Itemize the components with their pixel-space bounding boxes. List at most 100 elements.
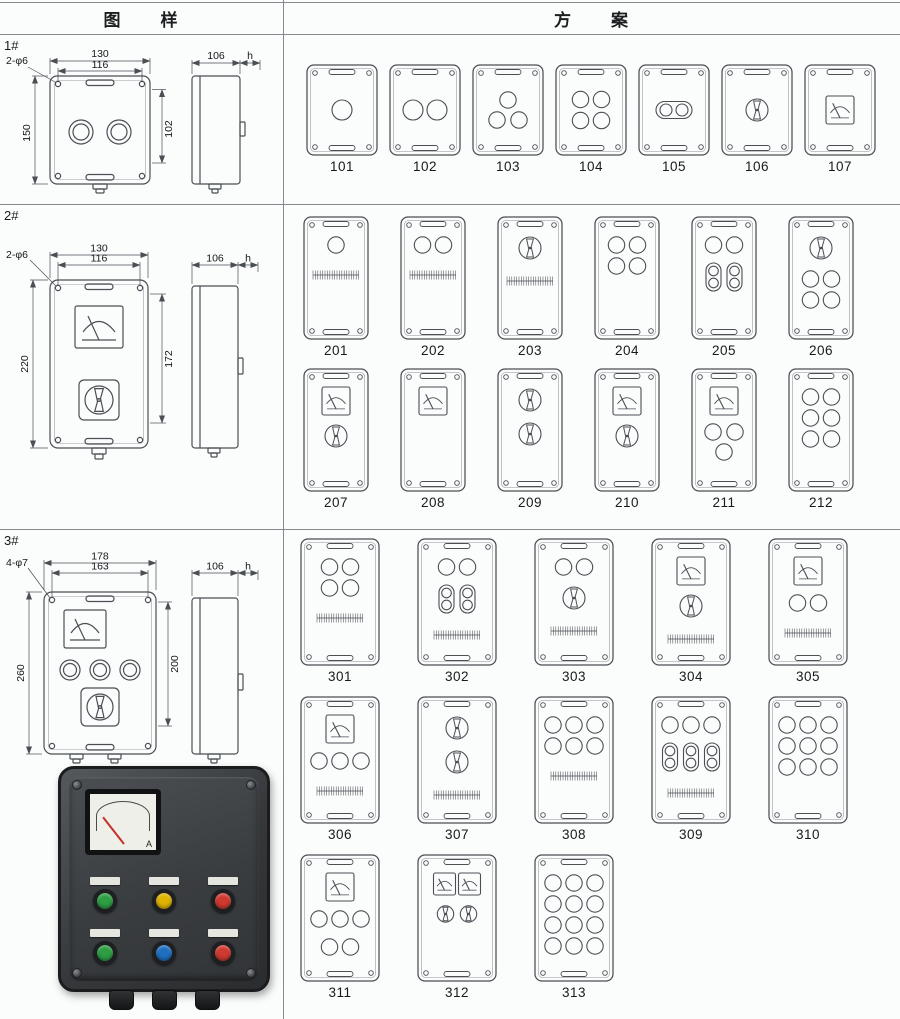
dim-hole-note-2: 2-φ6 bbox=[6, 249, 28, 261]
scheme-303: 303 bbox=[534, 538, 614, 684]
header-pattern-title: 图 样 bbox=[103, 11, 180, 30]
scheme-drawing bbox=[534, 854, 614, 982]
scheme-drawing bbox=[691, 368, 757, 492]
photo-enclosure: A bbox=[58, 766, 270, 992]
cable-gland-icon bbox=[194, 990, 220, 1010]
label-strip bbox=[90, 929, 120, 937]
dim-height-outer-3: 260 bbox=[15, 664, 27, 682]
pattern-drawing-1: 130 116 2-φ6 150 102 106 h bbox=[4, 40, 280, 202]
photo-button-blue bbox=[152, 941, 176, 965]
scheme-203: 203 bbox=[497, 216, 563, 358]
screw-icon bbox=[72, 780, 82, 790]
dim-width-outer-1: 130 bbox=[91, 48, 109, 60]
scheme-number: 303 bbox=[561, 669, 587, 684]
scheme-107: 107 bbox=[804, 64, 876, 174]
scheme-210: 210 bbox=[594, 368, 660, 510]
screw-icon bbox=[72, 968, 82, 978]
scheme-206: 206 bbox=[788, 216, 854, 358]
scheme-number: 103 bbox=[495, 159, 521, 174]
dim-depth-h-1: h bbox=[247, 50, 253, 62]
scheme-number: 304 bbox=[678, 669, 704, 684]
photo-button-green2 bbox=[93, 941, 117, 965]
scheme-drawing bbox=[534, 696, 614, 824]
scheme-number: 309 bbox=[678, 827, 704, 842]
scheme-number: 207 bbox=[323, 495, 349, 510]
scheme-drawing bbox=[417, 696, 497, 824]
scheme-row: 207 208 209 210 211 212 bbox=[303, 368, 854, 510]
scheme-304: 304 bbox=[651, 538, 731, 684]
scheme-drawing bbox=[300, 538, 380, 666]
photo-button-yellow bbox=[152, 889, 176, 913]
scheme-number: 206 bbox=[808, 343, 834, 358]
ammeter-scale-arc bbox=[96, 801, 150, 831]
dim-width-inner-1: 116 bbox=[92, 59, 109, 71]
scheme-drawing bbox=[300, 854, 380, 982]
scheme-drawing bbox=[303, 216, 369, 340]
scheme-309: 309 bbox=[651, 696, 731, 842]
scheme-drawing bbox=[417, 538, 497, 666]
cable-gland-icon bbox=[151, 990, 177, 1010]
column-divider bbox=[283, 0, 284, 1019]
scheme-number: 212 bbox=[808, 495, 834, 510]
scheme-number: 310 bbox=[795, 827, 821, 842]
scheme-105: 105 bbox=[638, 64, 710, 174]
scheme-drawing bbox=[651, 696, 731, 824]
dim-hole-note-3: 4-φ7 bbox=[6, 557, 28, 569]
scheme-311: 311 bbox=[300, 854, 380, 1000]
label-strip bbox=[208, 929, 238, 937]
scheme-209: 209 bbox=[497, 368, 563, 510]
scheme-number: 205 bbox=[711, 343, 737, 358]
header-bottom-border bbox=[0, 34, 900, 35]
scheme-drawing bbox=[497, 216, 563, 340]
label-strip bbox=[208, 877, 238, 885]
ammeter-face: A bbox=[90, 794, 156, 850]
scheme-number: 105 bbox=[661, 159, 687, 174]
cable-glands bbox=[58, 990, 270, 1010]
scheme-drawing bbox=[788, 368, 854, 492]
scheme-208: 208 bbox=[400, 368, 466, 510]
screw-icon bbox=[246, 780, 256, 790]
section-divider-1 bbox=[0, 204, 900, 205]
scheme-drawing bbox=[638, 64, 710, 156]
dim-width-outer-3: 178 bbox=[91, 551, 109, 563]
scheme-drawing bbox=[788, 216, 854, 340]
scheme-drawing bbox=[691, 216, 757, 340]
dim-depth-3: 106 bbox=[206, 561, 224, 573]
scheme-drawing bbox=[768, 696, 848, 824]
scheme-207: 207 bbox=[303, 368, 369, 510]
photo-button-red2 bbox=[211, 941, 235, 965]
scheme-number: 202 bbox=[420, 343, 446, 358]
scheme-drawing bbox=[303, 368, 369, 492]
scheme-drawing bbox=[497, 368, 563, 492]
scheme-104: 104 bbox=[555, 64, 627, 174]
dim-height-outer-1: 150 bbox=[21, 124, 33, 142]
scheme-number: 308 bbox=[561, 827, 587, 842]
product-photo: A bbox=[58, 766, 270, 1010]
section-label-3: 3# bbox=[4, 533, 19, 548]
scheme-number: 211 bbox=[712, 495, 736, 510]
front-side-views-1: 130 116 2-φ6 150 102 106 h bbox=[6, 48, 261, 194]
dim-depth-h-2: h bbox=[245, 253, 251, 265]
label-strip bbox=[90, 877, 120, 885]
scheme-drawing bbox=[768, 538, 848, 666]
scheme-number: 107 bbox=[827, 159, 853, 174]
dim-width-outer-2: 130 bbox=[90, 243, 108, 255]
dim-depth-h-3: h bbox=[245, 561, 251, 573]
scheme-drawing bbox=[306, 64, 378, 156]
scheme-number: 312 bbox=[444, 985, 470, 1000]
scheme-drawing bbox=[389, 64, 461, 156]
scheme-204: 204 bbox=[594, 216, 660, 358]
ammeter-unit-label: A bbox=[145, 839, 152, 849]
scheme-312: 312 bbox=[417, 854, 497, 1000]
scheme-202: 202 bbox=[400, 216, 466, 358]
scheme-drawing bbox=[594, 368, 660, 492]
scheme-101: 101 bbox=[306, 64, 378, 174]
scheme-drawing bbox=[417, 854, 497, 982]
scheme-308: 308 bbox=[534, 696, 614, 842]
scheme-number: 311 bbox=[328, 985, 352, 1000]
